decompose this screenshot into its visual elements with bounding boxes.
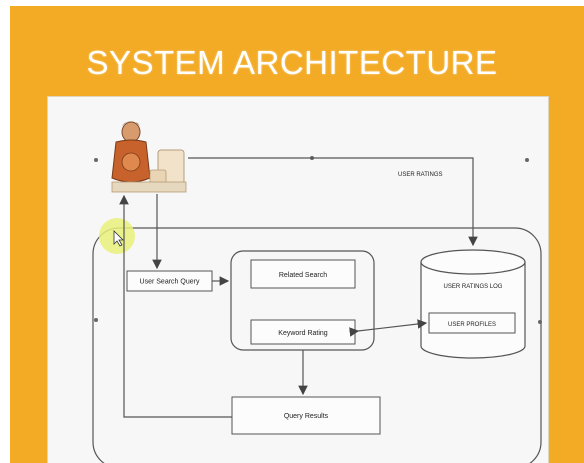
- related-search-label: Related Search: [279, 272, 327, 279]
- keyword-rating-box: [250, 319, 356, 345]
- user-ratings-log-database: [420, 249, 526, 359]
- keyword-rating-label: Keyword Rating: [278, 330, 328, 337]
- connector-dot: [94, 318, 98, 322]
- user-profiles-box: [428, 312, 516, 334]
- user-ratings-connector: [188, 157, 478, 247]
- user-icon: [111, 121, 187, 193]
- user-ratings-label: USER RATINGS: [398, 172, 443, 178]
- connector-dot: [525, 158, 529, 162]
- user-search-query-label: User Search Query: [140, 279, 200, 286]
- user-profiles-label: USER PROFILES: [448, 322, 496, 328]
- query-results-box: [231, 396, 381, 435]
- cursor-icon: [113, 230, 124, 247]
- system-boundary: [92, 227, 542, 463]
- query-results-label: Query Results: [284, 413, 329, 420]
- user-ratings-log-label: USER RATINGS LOG: [444, 284, 503, 290]
- results-to-user-arrow: [119, 194, 232, 418]
- slide-title: SYSTEM ARCHITECTURE: [86, 44, 498, 81]
- rating-profiles-arrow: [349, 319, 428, 337]
- connector-dot: [94, 158, 98, 162]
- related-search-box: [250, 259, 356, 289]
- connector-dot: [538, 320, 542, 324]
